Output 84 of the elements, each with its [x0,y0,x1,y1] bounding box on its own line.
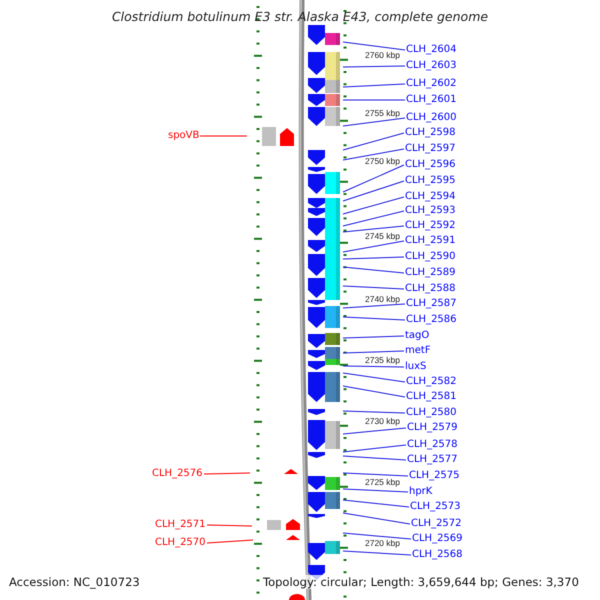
leader-line [342,196,404,214]
gene-label: CLH_2572 [411,518,462,530]
leader-line [342,336,404,338]
gene-label: CLH_2569 [412,533,463,545]
scale-label: 2735 kbp [365,356,400,364]
gene-label: CLH_2586 [406,314,457,326]
leader-line [342,210,404,226]
leader-line [342,256,404,260]
scale-label: 2750 kbp [365,157,400,165]
leader-line [342,180,404,202]
leader-line [342,472,408,476]
gene-label: spoVB [168,130,200,142]
leader-line [342,148,404,160]
gene-label: luxS [405,361,426,373]
gene-label: CLH_2597 [405,143,456,155]
leader-line [342,164,404,192]
gene-label: CLH_2591 [405,235,456,247]
gene-label: CLH_2576 [152,468,203,480]
gene-label: CLH_2590 [405,251,456,263]
gene-label: CLH_2582 [406,376,457,388]
gene-label: metF [405,345,431,357]
leader-line [342,456,406,460]
leader-line [342,488,408,492]
gene-label: CLH_2573 [410,501,461,513]
leader-line [342,512,410,524]
gene-label: CLH_2595 [405,175,456,187]
leader-line [342,286,404,290]
scale-label: 2740 kbp [365,295,400,303]
scale-label: 2760 kbp [365,51,400,59]
leader-line [206,540,254,544]
gene-label: CLH_2579 [407,422,458,434]
gene-label: CLH_2592 [405,220,456,232]
leader-line [342,444,406,452]
scale-label: 2725 kbp [365,478,400,486]
gene-label: CLH_2571 [155,519,206,531]
leader-line [342,500,410,508]
leader-line [342,350,404,354]
leader-line [342,386,406,398]
leader-line [342,550,412,556]
gene-label: CLH_2594 [405,191,456,203]
leader-line [342,410,406,414]
gene-label: CLH_2587 [406,298,457,310]
gene-label: tagO [405,330,430,342]
gene-label: CLH_2604 [406,44,457,56]
gene-label: CLH_2568 [412,549,463,561]
leader-line [342,428,406,434]
gene-label: CLH_2593 [405,205,456,217]
scale-label: 2720 kbp [365,539,400,547]
leader-line [342,240,404,252]
leader-line [206,524,252,526]
leader-line [342,266,404,274]
leader-line [342,132,404,150]
gene-label: CLH_2588 [405,283,456,295]
scale-label: 2745 kbp [365,232,400,240]
leader-line [342,372,406,382]
leader-line [342,304,406,308]
gene-label: CLH_2578 [407,439,458,451]
footer-text: Accession: NC_010723 [9,575,140,589]
gene-label: CLH_2581 [406,391,457,403]
leader-line [342,316,406,320]
scale-label: 2730 kbp [365,417,400,425]
scale-label: 2755 kbp [365,109,400,117]
leader-line [342,42,406,50]
leader-line [204,472,250,474]
leader-line [342,226,404,232]
title: Clostridium botulinum E3 str. Alaska E43, complete genome [110,11,490,23]
gene-label: CLH_2580 [406,407,457,419]
gene-label: CLH_2575 [409,470,460,482]
gene-label: CLH_2603 [406,60,457,72]
gene-label: CLH_2570 [155,537,206,549]
gene-label: CLH_2598 [405,127,456,139]
leader-line [342,84,406,88]
gene-label: CLH_2600 [406,112,457,124]
leader-line [342,366,404,368]
gene-label: CLH_2601 [406,94,457,106]
gene-label: hprK [409,486,432,498]
gene-label: CLH_2589 [405,267,456,279]
footer-text: Topology: circular; Length: 3,659,644 bp; Genes: 3,370 [263,575,579,589]
gene-label: CLH_2577 [407,454,458,466]
leader-line [342,66,406,68]
gene-label: CLH_2596 [405,159,456,171]
gene-label: CLH_2602 [406,78,457,90]
leader-line [342,532,412,540]
leader-line [342,118,406,126]
